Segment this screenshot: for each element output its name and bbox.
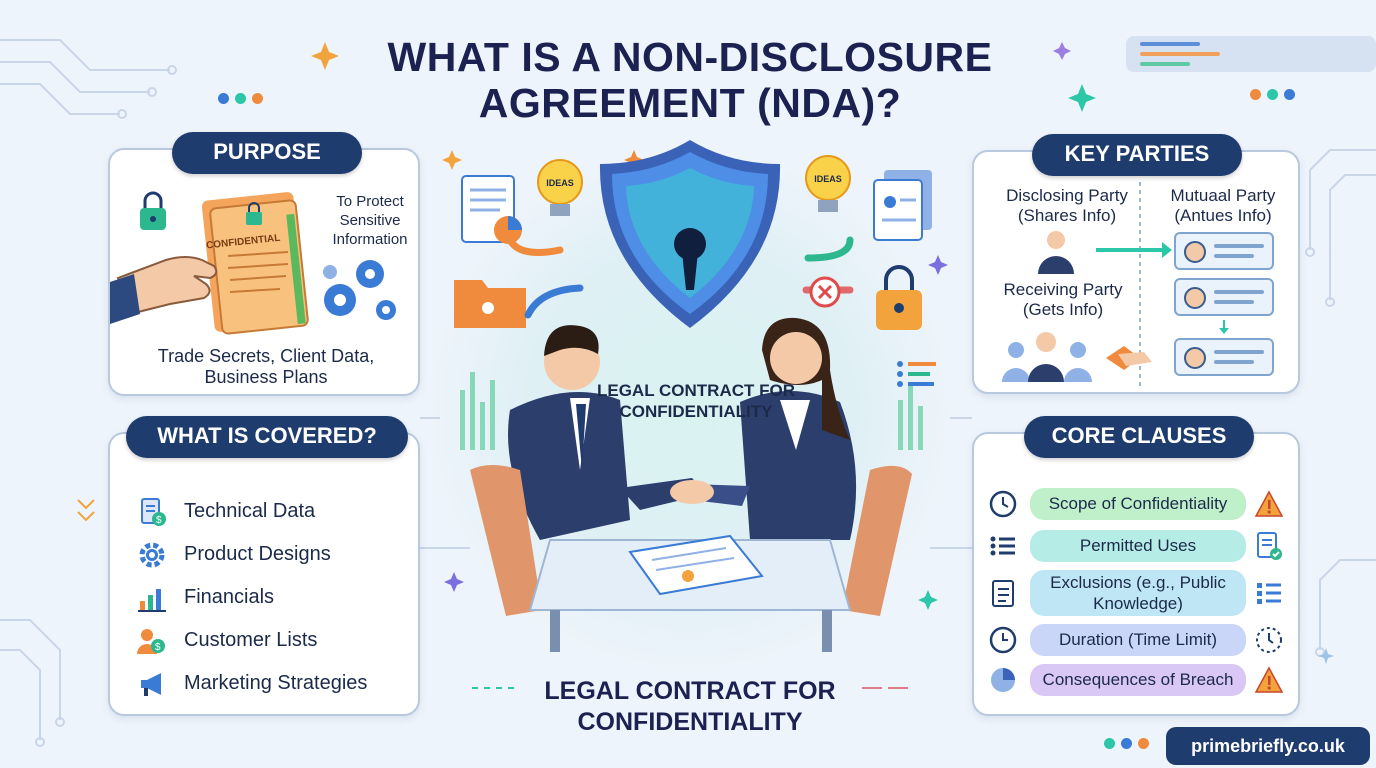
covered-label: Marketing Strategies	[184, 672, 368, 694]
handshake-small-icon	[1106, 346, 1152, 370]
clause-scope: Scope of Confidentiality	[1030, 488, 1246, 520]
list-icon	[990, 536, 1015, 556]
list-check-icon	[1257, 583, 1281, 604]
purpose-panel: PURPOSE CONFIDENTIAL To Protect Sensitiv…	[108, 132, 420, 396]
businessman-figure	[508, 325, 630, 540]
mutual-party-label: Mutuaal Party (Antues Info)	[1170, 186, 1276, 225]
purpose-header: PURPOSE	[172, 132, 362, 174]
pie-chart-icon	[991, 668, 1015, 692]
contract-document-icon	[628, 534, 764, 596]
covered-panel: WHAT IS COVERED? $ Technical Data Produc…	[108, 416, 420, 716]
people-icon: $	[132, 626, 172, 656]
page-title: WHAT IS A NON-DISCLOSURE AGREEMENT (NDA)…	[330, 34, 1050, 126]
list-item: Financials	[132, 576, 367, 619]
decor-dots-left	[218, 93, 263, 104]
confidential-folder-illustration	[110, 191, 309, 335]
covered-label: Customer Lists	[184, 629, 318, 651]
key-parties-header: KEY PARTIES	[1032, 134, 1242, 176]
folder-icon	[454, 280, 526, 328]
lock-icon	[140, 191, 166, 230]
keyhole-icon	[674, 228, 706, 290]
disclosing-party-label: Disclosing Party (Shares Info)	[1006, 186, 1128, 225]
lock-icon-right	[876, 265, 922, 330]
document-check-icon	[1257, 532, 1282, 560]
purpose-aside-text: To Protect Sensitive Information	[332, 193, 408, 248]
covered-label: Technical Data	[184, 500, 316, 522]
profile-documents-icon	[873, 170, 932, 241]
list-chart-icon	[897, 361, 936, 387]
lightbulb-icon-right	[805, 155, 851, 212]
chair-left	[470, 465, 542, 616]
chair-right	[842, 465, 912, 616]
ideas-left-label: IDEAS	[546, 178, 574, 188]
checklist-icon	[992, 580, 1014, 607]
clause-exclusions: Exclusions (e.g., Public Knowledge)	[1030, 570, 1246, 616]
bottom-caption: LEGAL CONTRACT FOR CONFIDENTIALITY	[544, 677, 836, 736]
businesswoman-figure	[740, 317, 857, 540]
svg-text:$: $	[155, 642, 161, 653]
core-clauses-panel: CORE CLAUSES Scope of Confidentiality Pe…	[972, 416, 1300, 716]
timer-icon	[1256, 627, 1282, 653]
megaphone-icon	[132, 669, 172, 699]
list-item: $ Customer Lists	[132, 619, 367, 662]
document-chart-icon	[461, 175, 522, 244]
purpose-footer: Trade Secrets, Client Data, Business Pla…	[157, 346, 375, 387]
party-card	[1174, 232, 1274, 270]
lock-icon-small	[246, 202, 262, 225]
party-card	[1174, 338, 1274, 376]
warning-icon-breach	[1254, 666, 1284, 693]
decor-dots-right	[1250, 89, 1295, 100]
title-line-1: WHAT IS A NON-DISCLOSURE	[387, 34, 993, 80]
covered-label: Product Designs	[184, 543, 331, 565]
parties-illustration	[1002, 182, 1229, 388]
clause-breach: Consequences of Breach	[1030, 664, 1246, 696]
core-clauses-header: CORE CLAUSES	[1024, 416, 1254, 458]
list-item: Marketing Strategies	[132, 662, 367, 705]
key-parties-panel: KEY PARTIES Disclosing Party (Shares Inf…	[972, 134, 1300, 394]
handshake-icon	[620, 478, 750, 510]
center-caption: LEGAL CONTRACT FOR CONFIDENTIALITY	[596, 381, 795, 421]
receiving-party-label: Receiving Party (Gets Info)	[1003, 280, 1123, 319]
gears-icon	[323, 260, 396, 320]
brand-link[interactable]: primebriefly.co.uk	[1166, 727, 1370, 765]
center-illustration: IDEAS IDEAS	[454, 140, 936, 652]
clock-icon-duration	[989, 626, 1017, 654]
covered-label: Financials	[184, 586, 275, 608]
gear-icon	[132, 540, 172, 570]
clause-permitted-uses: Permitted Uses	[1030, 530, 1246, 562]
list-item: $ Technical Data	[132, 490, 367, 533]
bar-chart-icon	[132, 583, 172, 613]
covered-list: $ Technical Data Product Designs Financi…	[132, 490, 367, 705]
lightbulb-icon	[537, 159, 583, 216]
person-group-icon	[1002, 332, 1092, 382]
covered-header: WHAT IS COVERED?	[126, 416, 408, 458]
party-card	[1174, 278, 1274, 316]
ideas-right-label: IDEAS	[814, 174, 842, 184]
warning-icon	[1254, 490, 1284, 517]
decor-dots-bottom	[1104, 738, 1149, 749]
list-item: Product Designs	[132, 533, 367, 576]
person-icon	[1038, 231, 1074, 274]
title-line-2: AGREEMENT (NDA)?	[478, 80, 902, 126]
svg-text:$: $	[156, 515, 162, 526]
clock-icon	[989, 490, 1017, 518]
document-dollar-icon: $	[132, 497, 172, 527]
clause-duration: Duration (Time Limit)	[1030, 624, 1246, 656]
